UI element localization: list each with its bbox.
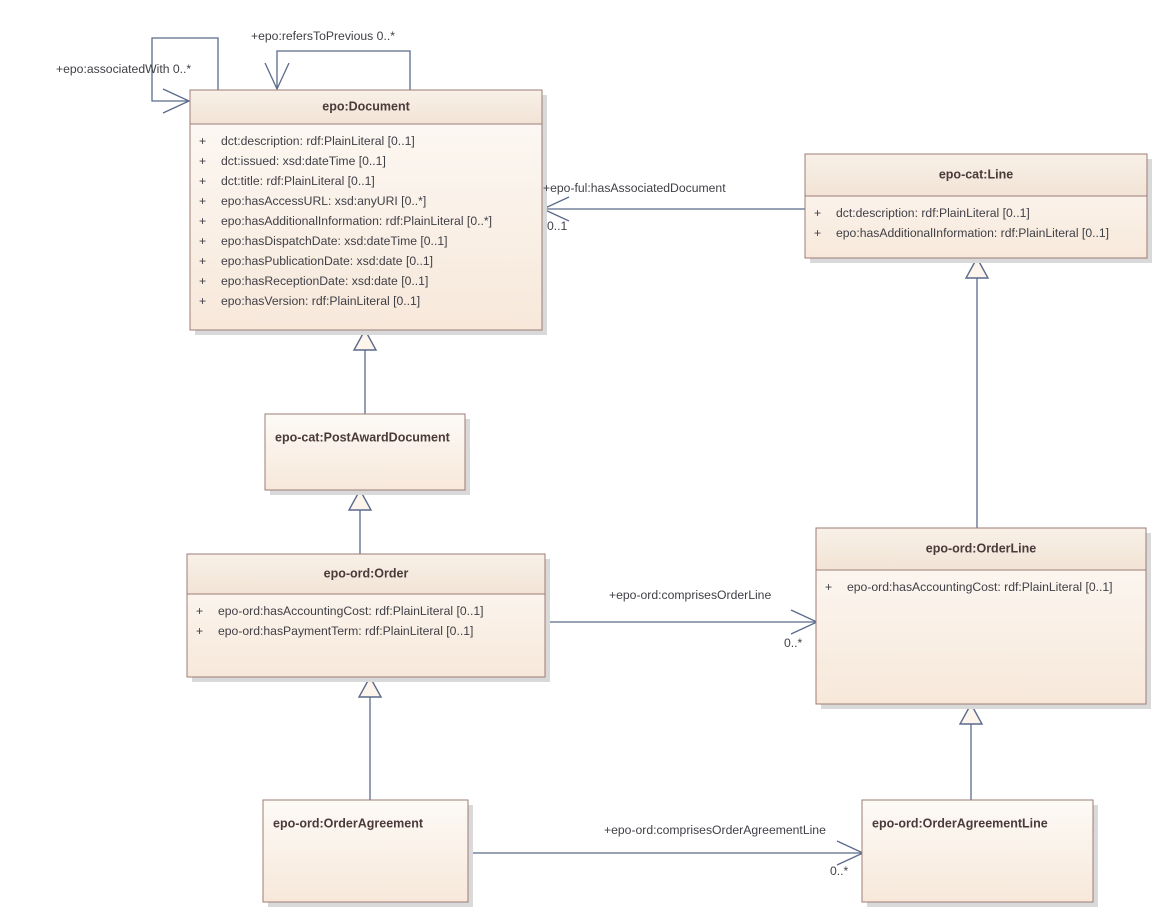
association-arrowhead — [264, 62, 290, 91]
association-label: +epo-ord:comprisesOrderAgreementLine — [604, 823, 826, 837]
uml-class-order[interactable]: epo-ord:Order + epo-ord:hasAccountingCost:… — [186, 553, 550, 682]
association-arrowhead — [162, 88, 191, 114]
class-attribute: + dct:issued: xsd:dateTime [0..1] — [199, 154, 386, 168]
uml-class-postawarddocument[interactable]: epo-cat:PostAwardDocument — [264, 413, 470, 495]
class-attribute: + epo-ord:hasAccountingCost: rdf:PlainLit… — [196, 604, 484, 618]
association-label-group-assoc-has-associated-document: +epo-ful:hasAssociatedDocument 0..1 — [543, 181, 726, 233]
generalization-orderagreementline-orderline[interactable] — [958, 702, 984, 800]
association-multiplicity: 0..* — [784, 636, 803, 650]
association-label-group-assoc-refers-to-previous: +epo:refersToPrevious 0..* — [251, 29, 395, 43]
class-header — [815, 527, 1147, 571]
association-assoc-refers-to-previous[interactable] — [264, 50, 411, 91]
class-body — [262, 799, 469, 903]
attribute-visibility: + — [199, 234, 206, 248]
classes-layer: epo:Document + dct:description: rdf:PlainL… — [186, 89, 1152, 907]
association-label: +epo:refersToPrevious 0..* — [251, 29, 395, 43]
edge-labels-layer: +epo:associatedWith 0..* +epo:refersToPre… — [56, 29, 849, 878]
class-header — [804, 153, 1148, 197]
attribute-text: dct:title: rdf:PlainLiteral [0..1] — [221, 174, 375, 188]
attribute-visibility: + — [199, 254, 206, 268]
class-attribute: + dct:description: rdf:PlainLiteral [0..1… — [199, 134, 415, 148]
attribute-text: dct:issued: xsd:dateTime [0..1] — [221, 154, 386, 168]
attribute-visibility: + — [814, 226, 821, 240]
uml-class-orderagreementline[interactable]: epo-ord:OrderAgreementLine — [861, 799, 1098, 907]
association-line — [276, 50, 411, 90]
uml-class-orderagreement[interactable]: epo-ord:OrderAgreement — [262, 799, 473, 907]
association-label: +epo-ord:comprisesOrderLine — [609, 588, 771, 602]
attribute-text: epo:hasAdditionalInformation: rdf:PlainL… — [836, 226, 1109, 240]
class-title-postawarddocument: epo-cat:PostAwardDocument — [275, 430, 451, 444]
generalization-orderline-line[interactable] — [964, 256, 990, 528]
class-title-line: epo-cat:Line — [939, 167, 1013, 181]
attribute-text: epo:hasReceptionDate: xsd:date [0..1] — [221, 274, 428, 288]
association-label: +epo:associatedWith 0..* — [56, 62, 191, 76]
attribute-text: epo:hasAdditionalInformation: rdf:PlainL… — [221, 214, 492, 228]
edges-layer — [151, 37, 990, 866]
association-label-group-assoc-associated-with: +epo:associatedWith 0..* — [56, 62, 191, 76]
association-label-group-assoc-comprises-order-line: +epo-ord:comprisesOrderLine 0..* — [609, 588, 803, 650]
class-title-order: epo-ord:Order — [324, 566, 409, 580]
class-header — [189, 89, 543, 125]
attribute-visibility: + — [199, 154, 206, 168]
class-attribute: + epo:hasAdditionalInformation: rdf:Plain… — [199, 214, 492, 228]
attribute-visibility: + — [825, 580, 832, 594]
class-attribute: + epo:hasPublicationDate: xsd:date [0..1] — [199, 254, 433, 268]
class-attribute: + epo:hasReceptionDate: xsd:date [0..1] — [199, 274, 428, 288]
attribute-visibility: + — [199, 194, 206, 208]
association-assoc-comprises-order-agreement-line[interactable] — [468, 840, 865, 866]
association-multiplicity: 0..* — [830, 864, 849, 878]
class-title-orderline: epo-ord:OrderLine — [926, 541, 1036, 555]
class-attribute: + epo-ord:hasAccountingCost: rdf:PlainLit… — [825, 580, 1113, 594]
attribute-text: dct:description: rdf:PlainLiteral [0..1] — [836, 206, 1030, 220]
association-assoc-has-associated-document[interactable] — [541, 196, 805, 222]
uml-class-line[interactable]: epo-cat:Line + dct:description: rdf:PlainL… — [804, 153, 1152, 263]
attribute-visibility: + — [814, 206, 821, 220]
class-title-orderagreement: epo-ord:OrderAgreement — [273, 816, 424, 830]
attribute-visibility: + — [199, 134, 206, 148]
attribute-text: epo:hasVersion: rdf:PlainLiteral [0..1] — [221, 294, 420, 308]
class-title-document: epo:Document — [322, 99, 410, 113]
association-label: +epo-ful:hasAssociatedDocument — [543, 181, 726, 195]
attribute-text: epo:hasPublicationDate: xsd:date [0..1] — [221, 254, 433, 268]
class-attribute: + dct:description: rdf:PlainLiteral [0..1… — [814, 206, 1030, 220]
attribute-visibility: + — [196, 624, 203, 638]
attribute-text: dct:description: rdf:PlainLiteral [0..1] — [221, 134, 415, 148]
generalization-postawarddocument-document[interactable] — [352, 328, 378, 414]
attribute-text: epo:hasDispatchDate: xsd:dateTime [0..1] — [221, 234, 448, 248]
uml-class-orderline[interactable]: epo-ord:OrderLine + epo-ord:hasAccountingC… — [815, 527, 1151, 709]
association-multiplicity: 0..1 — [547, 219, 568, 233]
association-label-group-assoc-comprises-order-agreement-line: +epo-ord:comprisesOrderAgreementLine 0..* — [604, 823, 849, 878]
association-assoc-associated-with[interactable] — [151, 37, 219, 114]
attribute-visibility: + — [199, 294, 206, 308]
attribute-text: epo:hasAccessURL: xsd:anyURI [0..*] — [221, 194, 426, 208]
class-header — [186, 553, 546, 595]
association-assoc-comprises-order-line[interactable] — [545, 609, 819, 635]
class-body — [189, 89, 543, 331]
class-attribute: + epo:hasAdditionalInformation: rdf:Plain… — [814, 226, 1109, 240]
attribute-text: epo-ord:hasPaymentTerm: rdf:PlainLiteral… — [218, 624, 473, 638]
attribute-text: epo-ord:hasAccountingCost: rdf:PlainLite… — [847, 580, 1113, 594]
class-title-orderagreementline: epo-ord:OrderAgreementLine — [872, 816, 1048, 830]
attribute-visibility: + — [199, 214, 206, 228]
attribute-text: epo-ord:hasAccountingCost: rdf:PlainLite… — [218, 604, 484, 618]
generalization-order-postawarddocument[interactable] — [347, 488, 373, 554]
association-line — [151, 37, 219, 102]
class-attribute: + dct:title: rdf:PlainLiteral [0..1] — [199, 174, 375, 188]
class-attribute: + epo:hasVersion: rdf:PlainLiteral [0..1] — [199, 294, 420, 308]
uml-class-document[interactable]: epo:Document + dct:description: rdf:PlainL… — [189, 89, 547, 335]
generalization-orderagreement-order[interactable] — [357, 675, 383, 800]
attribute-visibility: + — [196, 604, 203, 618]
class-attribute: + epo-ord:hasPaymentTerm: rdf:PlainLitera… — [196, 624, 473, 638]
class-body — [861, 799, 1094, 903]
attribute-visibility: + — [199, 274, 206, 288]
class-attribute: + epo:hasDispatchDate: xsd:dateTime [0..1… — [199, 234, 448, 248]
class-attribute: + epo:hasAccessURL: xsd:anyURI [0..*] — [199, 194, 426, 208]
class-body — [264, 413, 466, 491]
attribute-visibility: + — [199, 174, 206, 188]
